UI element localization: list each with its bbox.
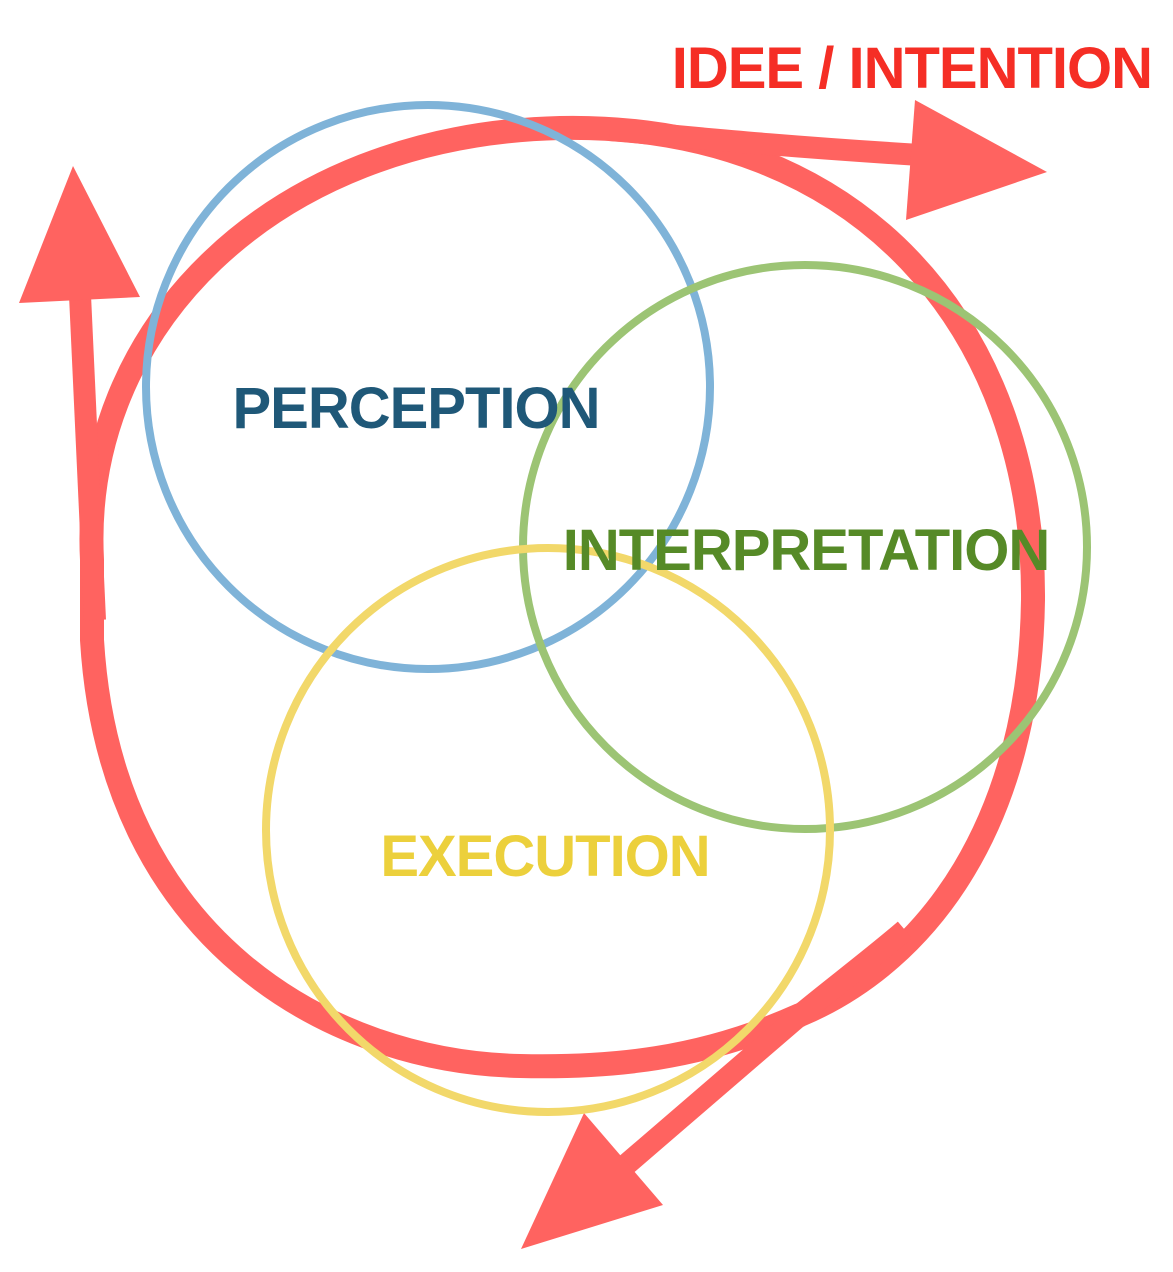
branch-up — [69, 294, 106, 621]
red-cycle — [69, 115, 1046, 1179]
branch-down-left — [612, 921, 913, 1179]
title-idee-intention: IDEE / INTENTION — [672, 36, 1152, 101]
arrow-head-up-icon — [19, 166, 140, 303]
branch-to-intention — [609, 119, 921, 166]
perception-circle — [142, 101, 714, 673]
arrow-head-right-icon — [906, 100, 1047, 220]
interpretation-label: INTERPRETATION — [563, 518, 1050, 583]
execution-label: EXECUTION — [380, 824, 709, 889]
perception-label: PERCEPTION — [232, 376, 599, 441]
arrow-head-down-left-icon — [521, 1113, 663, 1249]
execution-circle — [262, 544, 834, 1116]
cycle-loop — [79, 115, 1046, 1079]
